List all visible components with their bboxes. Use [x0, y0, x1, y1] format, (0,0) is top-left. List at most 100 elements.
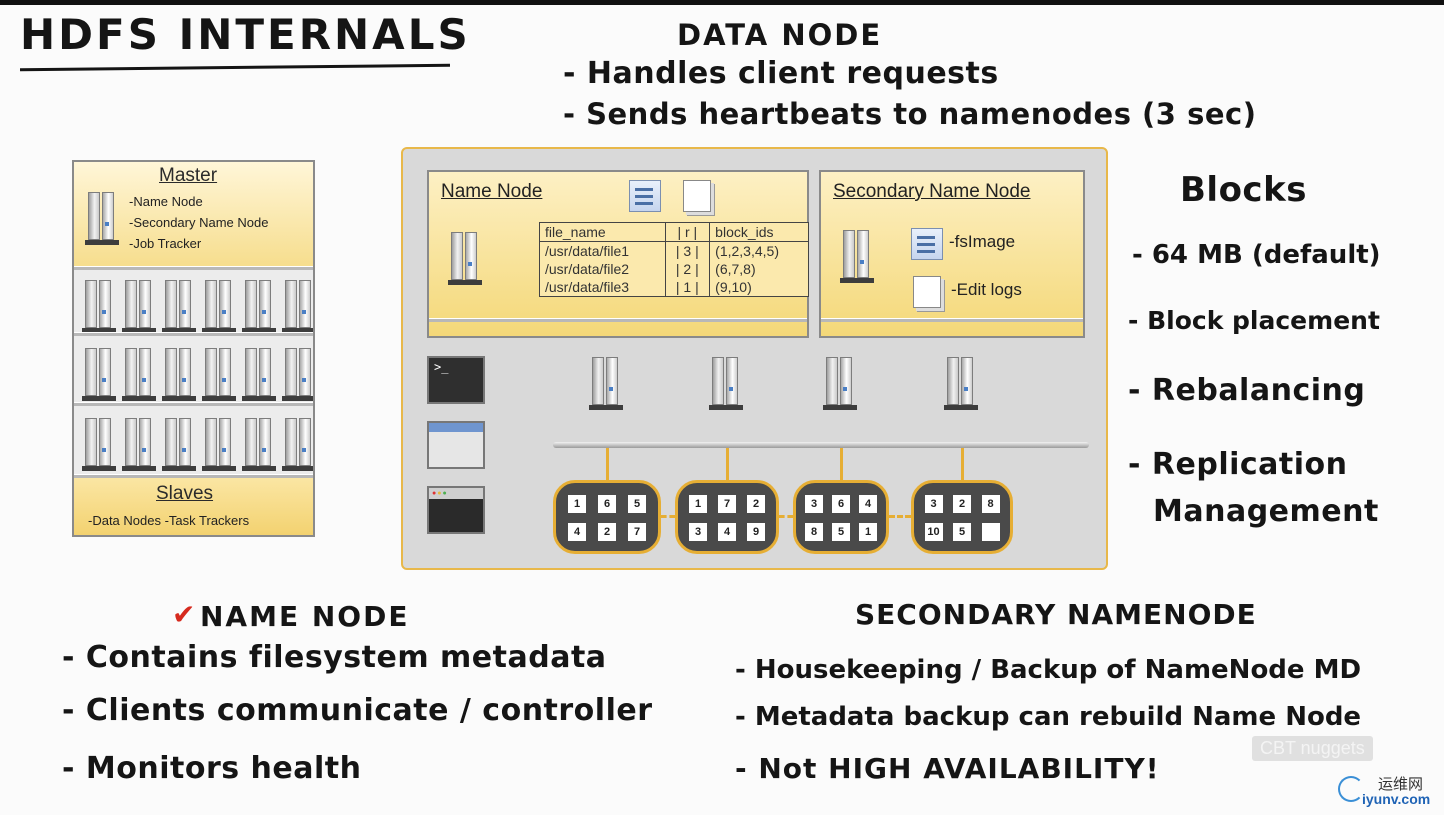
secondary-heading: Secondary NameNode	[855, 598, 1257, 631]
page-title: HDFS Internals	[20, 10, 471, 59]
datanode-note-1: - Handles client requests	[563, 56, 999, 91]
block-cell: 1	[568, 495, 586, 513]
server-icon	[282, 280, 313, 334]
connection-line	[726, 448, 729, 480]
block-cell: 1	[859, 523, 877, 541]
block-cell	[981, 523, 1000, 541]
server-icon	[944, 357, 978, 411]
secondary-note-1: - Housekeeping / Backup of NameNode MD	[735, 655, 1362, 685]
server-icon	[82, 280, 116, 334]
namenode-note-3: - Monitors health	[62, 751, 362, 786]
block-cell: 8	[805, 523, 823, 541]
server-icon	[122, 280, 156, 334]
block-cell: 6	[598, 495, 616, 513]
name-node-title: Name Node	[441, 181, 543, 202]
block-cell: 2	[598, 523, 616, 541]
server-icon	[122, 418, 156, 472]
blocks-note-2: - Block placement	[1128, 306, 1380, 335]
rack-shelf	[821, 318, 1083, 322]
title-underline	[19, 63, 451, 72]
network-backbone	[553, 442, 1089, 448]
site-watermark: iyunv.com	[1362, 791, 1431, 807]
server-icon	[282, 348, 313, 402]
rack-shelf	[74, 474, 313, 478]
fsimage-icon	[911, 228, 943, 260]
server-icon	[589, 357, 623, 411]
terminal-prompt: >_	[434, 360, 449, 374]
block-cell: 9	[747, 523, 765, 541]
block-cell: 10	[924, 523, 943, 541]
secondary-server-icon	[840, 230, 874, 284]
table-row: /usr/data/file1 | 3 | (1,2,3,4,5)	[540, 241, 809, 260]
server-icon	[709, 357, 743, 411]
server-icon	[82, 348, 116, 402]
table-cell: | 1 |	[664, 278, 711, 297]
connection-line	[961, 448, 964, 480]
server-icon	[202, 280, 236, 334]
table-header: file_name | r | block_ids	[539, 222, 809, 242]
table-cell: (1,2,3,4,5)	[715, 243, 779, 259]
window-buttons: ●●●	[432, 490, 448, 497]
top-border	[0, 0, 1444, 5]
connection-line	[606, 448, 609, 480]
terminal-icon: >_	[427, 356, 485, 404]
file-table: file_name | r | block_ids /usr/data/file…	[539, 222, 809, 297]
blocks-note-3: - Rebalancing	[1128, 373, 1366, 408]
namenode-heading: Name Node	[200, 600, 410, 633]
master-slaves-panel: Master -Name Node -Secondary Name Node -…	[72, 160, 315, 537]
namenode-note-1: - Contains filesystem metadata	[62, 640, 607, 675]
secondary-note-2: - Metadata backup can rebuild Name Node	[735, 702, 1362, 732]
cbt-nuggets-watermark: CBT nuggets	[1252, 736, 1373, 761]
server-icon	[122, 348, 156, 402]
table-header-cell: | r |	[664, 222, 711, 242]
secondary-name-node-title: Secondary Name Node	[833, 181, 1031, 202]
connection-line	[840, 448, 843, 480]
table-row: /usr/data/file2 | 2 | (6,7,8)	[540, 260, 809, 278]
master-items: -Name Node -Secondary Name Node -Job Tra…	[129, 191, 268, 254]
master-title: Master	[159, 165, 218, 186]
replication-link	[661, 515, 675, 518]
namenode-note-2: - Clients communicate / controller	[62, 693, 653, 728]
fsimage-icon	[629, 180, 661, 212]
server-icon	[162, 418, 196, 472]
rack-shelf	[74, 332, 313, 336]
master-item: -Secondary Name Node	[129, 215, 269, 230]
block-cell: 7	[718, 495, 736, 513]
blocks-heading: Blocks	[1180, 170, 1307, 210]
block-cell: 5	[628, 495, 646, 513]
block-cell: 5	[953, 523, 971, 541]
blocks-note-1: - 64 MB (default)	[1132, 240, 1381, 270]
rack-shelf	[74, 402, 313, 406]
server-icon	[282, 418, 313, 472]
table-cell: /usr/data/file1	[545, 243, 630, 259]
datanode-note-2: - Sends heartbeats to namenodes (3 sec)	[563, 97, 1257, 131]
app-window-icon	[427, 421, 485, 469]
edit-logs-label: -Edit logs	[951, 280, 1022, 299]
server-icon	[202, 348, 236, 402]
slaves-title: Slaves	[156, 483, 214, 504]
table-cell: /usr/data/file2	[545, 261, 630, 277]
block-cell: 4	[859, 495, 877, 513]
table-cell: (9,10)	[715, 279, 752, 295]
table-row: /usr/data/file3 | 1 | (9,10)	[540, 278, 809, 297]
server-icon	[242, 348, 276, 402]
master-server-icon	[85, 192, 119, 246]
rack-shelf	[429, 318, 807, 322]
block-cell: 7	[628, 523, 646, 541]
name-node-box: Name Node file_name | r | block_ids /usr…	[427, 170, 809, 338]
slaves-section	[74, 475, 313, 535]
block-cell: 3	[689, 523, 707, 541]
name-node-server-icon	[448, 232, 482, 286]
block-cell: 8	[981, 495, 1000, 513]
secondary-name-node-box: Secondary Name Node -fsImage -Edit logs	[819, 170, 1085, 338]
browser-window-icon: ●●●	[427, 486, 485, 534]
block-cell: 4	[718, 523, 736, 541]
block-cell: 5	[832, 523, 850, 541]
datanode-heading: Data Node	[677, 18, 883, 52]
block-cell: 1	[689, 495, 707, 513]
server-icon	[202, 418, 236, 472]
table-cell: /usr/data/file3	[545, 279, 630, 295]
